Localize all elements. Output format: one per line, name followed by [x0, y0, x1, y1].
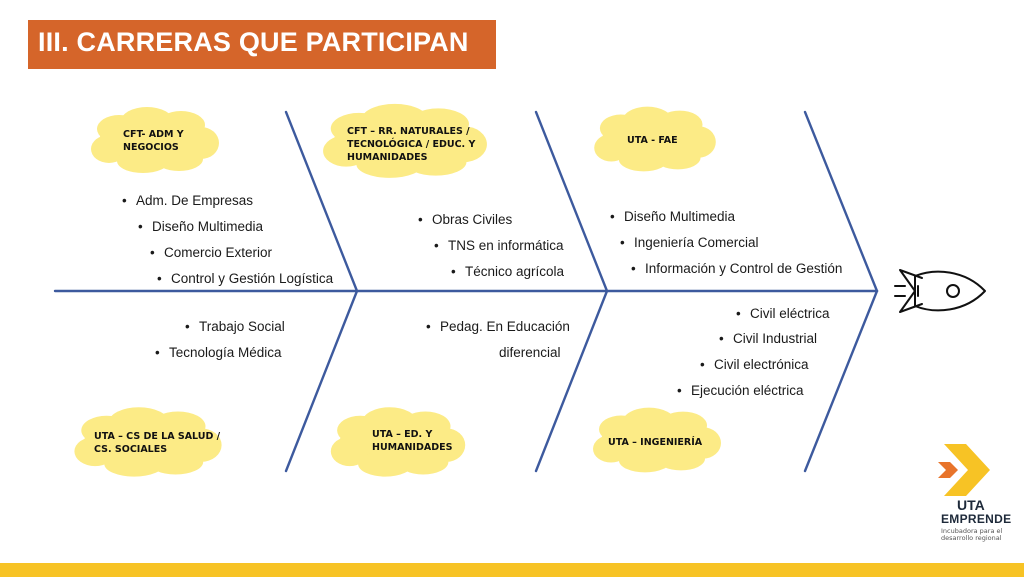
- cloud-label-bottom-1: UTA – CS DE LA SALUD /CS. SOCIALES: [94, 431, 221, 455]
- list-item: •Trabajo Social: [185, 319, 285, 334]
- list-item: •Información y Control de Gestión: [631, 261, 843, 276]
- list-item: •Civil Industrial: [719, 331, 818, 346]
- list-item: •Ejecución eléctrica: [677, 383, 804, 398]
- logo-name-line2: EMPRENDE: [941, 512, 1012, 526]
- list-item: •Control y Gestión Logística: [157, 271, 334, 286]
- logo-name: UTA EMPRENDE: [941, 498, 1011, 526]
- list-item: •Comercio Exterior: [150, 245, 273, 260]
- logo-tagline: Incubadora para el desarrollo regional: [941, 527, 1003, 542]
- list-item: •Técnico agrícola: [451, 264, 565, 279]
- bottom-stripe: [0, 563, 1024, 577]
- cloud-label-top-2: CFT – RR. NATURALES /TECNOLÓGICA / EDUC.…: [347, 126, 476, 163]
- cloud-label-bottom-3: UTA – INGENIERÍA: [608, 437, 703, 448]
- list-item: •Pedag. En Educación: [426, 319, 570, 334]
- list-item: •Diseño Multimedia: [138, 219, 264, 234]
- list-item: •Civil eléctrica: [736, 306, 830, 321]
- list-item: •Civil electrónica: [700, 357, 809, 372]
- rocket-icon: [894, 269, 986, 313]
- cloud-label-top-3: UTA - FAE: [627, 135, 678, 146]
- bone-top-3: [803, 110, 879, 293]
- title-bar: III. CARRERAS QUE PARTICIPAN: [28, 20, 496, 69]
- page-title: III. CARRERAS QUE PARTICIPAN: [38, 27, 469, 57]
- list-item: •Tecnología Médica: [155, 345, 282, 360]
- bone-bottom-1: [284, 289, 359, 473]
- list-item: •Ingeniería Comercial: [620, 235, 759, 250]
- list-item: •TNS en informática: [434, 238, 564, 253]
- logo-name-line1: UTA: [957, 497, 985, 513]
- list-item: •Diseño Multimedia: [610, 209, 736, 224]
- bone-bottom-2: [534, 289, 609, 473]
- list-item: •Adm. De Empresas: [122, 193, 254, 208]
- list-item: •Obras Civiles: [418, 212, 513, 227]
- bone-top-2: [534, 110, 609, 293]
- bone-bottom-3: [803, 289, 879, 473]
- uta-emprende-logo-icon: [938, 444, 990, 496]
- list-item-continuation: diferencial: [499, 345, 561, 360]
- bone-top-1: [284, 110, 359, 293]
